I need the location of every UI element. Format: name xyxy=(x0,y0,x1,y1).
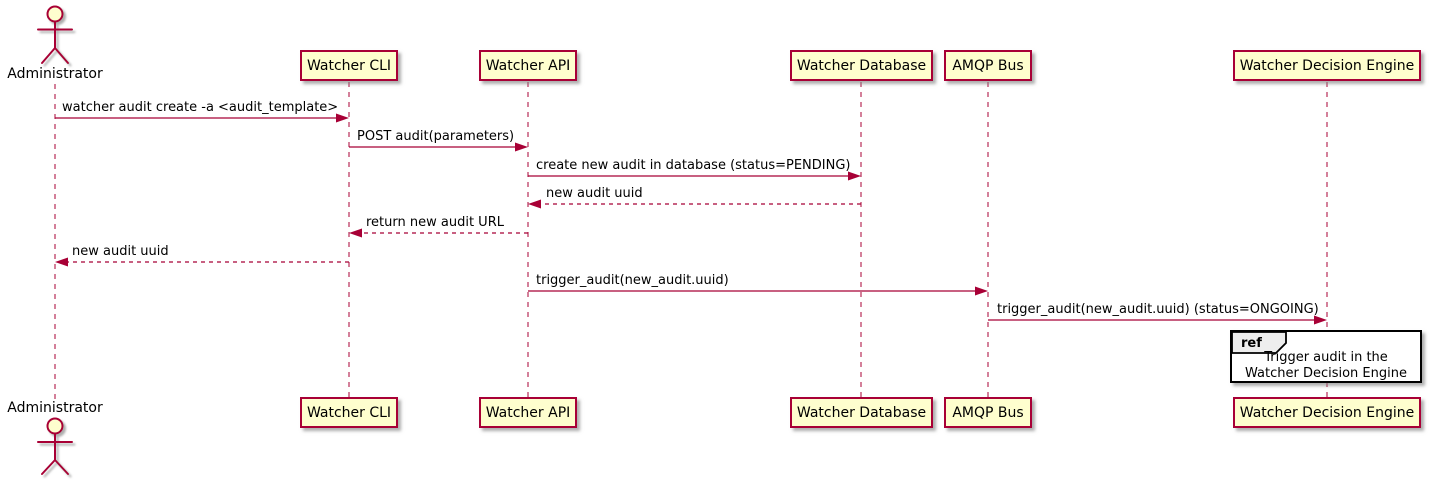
message-8-label: trigger_audit(new_audit.uuid) (status=ON… xyxy=(997,302,1319,317)
participant-top-watcher-decision-engine: Watcher Decision Engine xyxy=(1233,50,1421,81)
message-6-arrow xyxy=(55,257,349,267)
participant-bottom-watcher-cli: Watcher CLI xyxy=(300,397,398,428)
message-1-label: watcher audit create -a <audit_template> xyxy=(62,100,339,115)
message-4-label: new audit uuid xyxy=(546,186,643,201)
message-1-arrow xyxy=(55,113,349,123)
message-3-arrow xyxy=(528,171,861,181)
message-3-label: create new audit in database (status=PEN… xyxy=(536,158,851,173)
actor-label-top: Administrator xyxy=(7,66,103,82)
participant-bottom-watcher-decision-engine: Watcher Decision Engine xyxy=(1233,397,1421,428)
message-4-arrow xyxy=(528,199,861,209)
ref-text: Trigger audit in the Watcher Decision En… xyxy=(1232,350,1420,382)
message-6-label: new audit uuid xyxy=(72,244,169,259)
actor-label-bottom: Administrator xyxy=(7,400,103,416)
message-5-arrow xyxy=(349,228,528,238)
participant-bottom-watcher-api: Watcher API xyxy=(479,397,577,428)
ref-text-line-1: Trigger audit in the xyxy=(1264,350,1388,365)
message-5-label: return new audit URL xyxy=(366,215,504,230)
actor-icon-bottom xyxy=(37,417,73,475)
participant-top-amqp-bus: AMQP Bus xyxy=(944,50,1032,81)
participant-bottom-amqp-bus: AMQP Bus xyxy=(944,397,1032,428)
message-7-label: trigger_audit(new_audit.uuid) xyxy=(536,273,729,288)
message-8-arrow xyxy=(988,315,1327,325)
actor-icon-top xyxy=(37,5,73,64)
participant-bottom-watcher-database: Watcher Database xyxy=(790,397,933,428)
message-2-arrow xyxy=(349,142,528,152)
message-2-label: POST audit(parameters) xyxy=(357,129,515,144)
participant-top-watcher-api: Watcher API xyxy=(479,50,577,81)
ref-keyword: ref xyxy=(1241,336,1262,351)
message-7-arrow xyxy=(528,286,988,296)
participant-top-watcher-database: Watcher Database xyxy=(790,50,933,81)
participant-top-watcher-cli: Watcher CLI xyxy=(300,50,398,81)
ref-keyword-pentagon: ref xyxy=(1231,331,1287,354)
ref-text-line-2: Watcher Decision Engine xyxy=(1245,366,1407,381)
ref-fragment: ref Trigger audit in the Watcher Decisio… xyxy=(1230,330,1422,383)
